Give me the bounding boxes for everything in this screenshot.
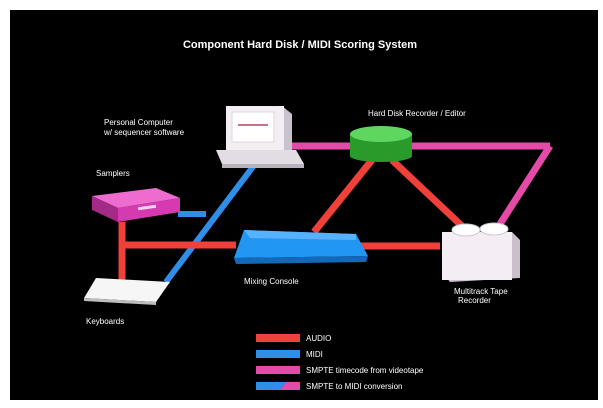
smpte-connections bbox=[292, 142, 553, 226]
legend-swatch-smpte-midi bbox=[256, 382, 300, 390]
mixing-console bbox=[234, 230, 368, 264]
midi-line-pc-keyboard bbox=[163, 158, 261, 284]
label-samplers: Samplers bbox=[96, 169, 130, 178]
legend-label-audio: AUDIO bbox=[306, 334, 331, 343]
label-pc-line1: Personal Computer bbox=[104, 118, 173, 127]
legend-label-smpte: SMPTE timecode from videotape bbox=[306, 366, 424, 375]
multitrack-tape-recorder bbox=[442, 222, 520, 282]
label-hard-disk-recorder: Hard Disk Recorder / Editor bbox=[368, 109, 466, 118]
label-tape-line1: Multitrack Tape bbox=[454, 287, 508, 296]
label-keyboards: Keyboards bbox=[86, 317, 124, 326]
hard-disk-recorder bbox=[350, 126, 412, 162]
label-mixing-console: Mixing Console bbox=[244, 277, 299, 286]
legend-label-smpte-midi: SMPTE to MIDI conversion bbox=[306, 382, 402, 391]
keyboard bbox=[84, 278, 170, 305]
sampler-unit bbox=[92, 188, 180, 222]
legend-swatch-smpte bbox=[256, 366, 300, 374]
personal-computer bbox=[216, 106, 304, 168]
label-pc-line2: w/ sequencer software bbox=[103, 128, 185, 137]
midi-connections bbox=[163, 158, 261, 284]
audio-line-hdr-tape bbox=[389, 157, 465, 229]
legend: AUDIO MIDI SMPTE timecode from videotape… bbox=[256, 334, 424, 391]
legend-swatch-midi bbox=[256, 350, 300, 358]
smpte-line-to-tape bbox=[497, 144, 553, 226]
audio-line-hdr-mixer bbox=[311, 157, 375, 235]
legend-label-midi: MIDI bbox=[306, 350, 323, 359]
diagram-title: Component Hard Disk / MIDI Scoring Syste… bbox=[183, 39, 417, 51]
legend-swatch-audio bbox=[256, 334, 300, 342]
label-tape-line2: Recorder bbox=[458, 296, 491, 305]
